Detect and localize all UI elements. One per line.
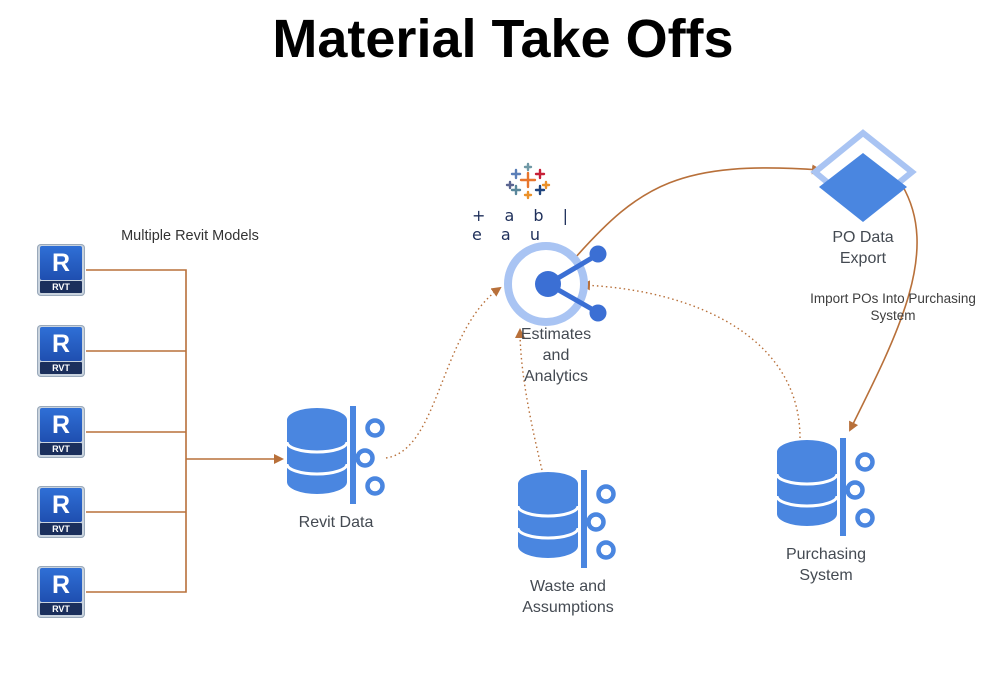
revit-data-label: Revit Data	[298, 514, 374, 531]
revit-file-icon: R RVT	[37, 566, 85, 618]
tableau-logo-icon	[505, 162, 551, 200]
share-hub-icon	[504, 242, 607, 326]
tableau-wordmark: + a b | e a u	[472, 206, 576, 244]
revit-to-estimates-connector	[385, 286, 502, 459]
estimates-label-line1: Estimates	[520, 326, 592, 343]
page-title: Material Take Offs	[272, 9, 734, 69]
purchasing-label: Purchasing System	[766, 544, 886, 586]
estimates-label-line3: Analytics	[523, 368, 589, 385]
waste-label: Waste and Assumptions	[498, 576, 638, 618]
revit-models-label: Multiple Revit Models	[121, 228, 259, 244]
po-export-label-line1: PO Data	[832, 229, 894, 246]
estimates-label-line2: and	[542, 347, 570, 364]
revit-file-icon: R RVT	[37, 486, 85, 538]
revit-file-icon: R RVT	[37, 406, 85, 458]
import-pos-label: Import POs Into Purchasing System	[793, 290, 993, 324]
estimates-label: Estimates and Analytics	[496, 324, 616, 387]
revit-file-icon: R RVT	[37, 244, 85, 296]
rvt-bus-connector	[86, 269, 284, 593]
import-pos-label-line1: Import POs Into Purchasing	[810, 291, 976, 306]
waste-label-line2: Assumptions	[522, 599, 614, 616]
database-icon-waste	[516, 470, 616, 568]
layers-icon	[810, 129, 917, 222]
po-export-label-line2: Export	[839, 250, 887, 267]
import-pos-label-line2: System	[870, 308, 916, 323]
purchasing-label-line2: System	[799, 567, 853, 584]
po-export-label: PO Data Export	[803, 227, 923, 269]
estimates-to-po-connector	[574, 164, 822, 259]
database-icon-revit	[285, 406, 385, 504]
purchasing-to-estimates-connector	[580, 280, 801, 439]
database-icon-purchasing	[775, 438, 875, 536]
purchasing-label-line1: Purchasing	[785, 546, 867, 563]
revit-file-icon: R RVT	[37, 325, 85, 377]
waste-label-line1: Waste and	[530, 578, 606, 595]
po-to-purchasing-connector	[849, 184, 918, 432]
